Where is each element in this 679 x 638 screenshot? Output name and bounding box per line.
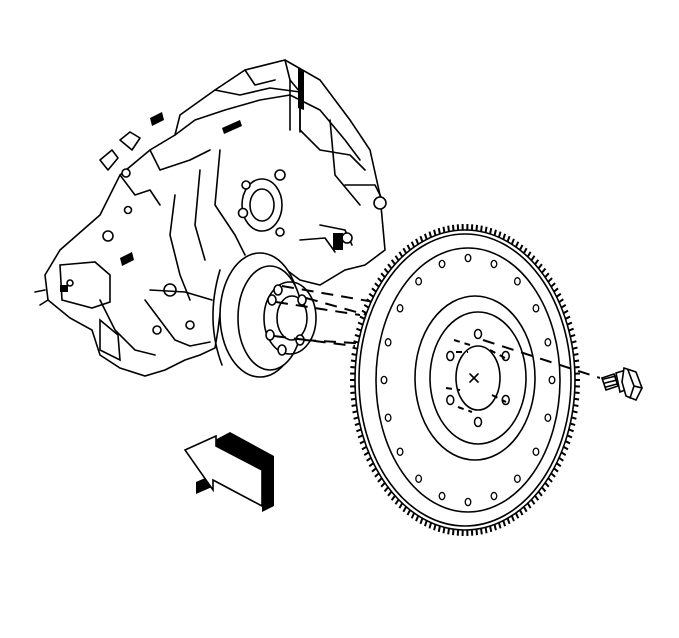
flywheel-icon: [350, 224, 580, 536]
ring-gear-hole: [384, 413, 392, 422]
flywheel-bolt-hole: [473, 328, 483, 340]
ring-gear-hole: [464, 253, 472, 263]
ring-gear-hole: [490, 491, 498, 501]
crankshaft-flange-icon: [212, 252, 317, 378]
ring-gear-hole: [532, 304, 540, 313]
ring-gear-hole: [490, 259, 498, 269]
ring-gear-hole: [396, 447, 404, 456]
ring-gear-hole: [384, 338, 392, 347]
ring-gear-hole: [544, 413, 552, 422]
flywheel-bolt-holes: [446, 328, 510, 428]
ring-gear-hole: [415, 474, 423, 483]
ring-gear-hole: [380, 375, 388, 385]
ring-gear-hole: [415, 277, 423, 286]
engine-block-icon: [34, 59, 387, 377]
ring-gear-hole: [548, 375, 556, 385]
direction-arrow-icon: [183, 432, 274, 512]
bolt-alignment-line: [482, 339, 601, 379]
ring-gear-hole: [396, 304, 404, 313]
ring-gear-hole: [464, 497, 472, 507]
ring-gear-holes: [380, 253, 556, 507]
ring-gear-hole: [438, 491, 446, 501]
ring-gear-hole: [532, 447, 540, 456]
ring-gear-hole: [513, 474, 521, 483]
flywheel-bolt-icon: [600, 366, 643, 402]
ring-gear-hole: [438, 259, 446, 269]
flywheel-bolt-hole: [473, 416, 483, 428]
flywheel-bolt-hole: [446, 394, 455, 406]
ring-gear-hole: [513, 277, 521, 286]
flywheel-bolt-hole: [446, 350, 455, 362]
ring-gear-hole: [544, 338, 552, 347]
